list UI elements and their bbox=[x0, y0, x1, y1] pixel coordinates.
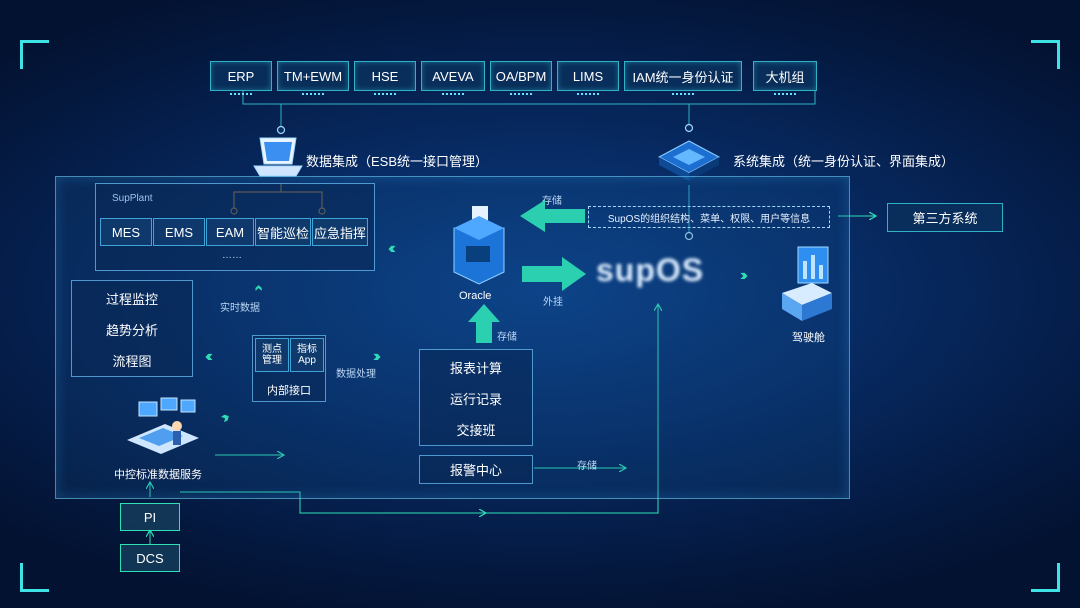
dcs-box: DCS bbox=[120, 544, 180, 572]
module-emergency-command: 应急指挥 bbox=[312, 218, 368, 246]
system-label: TM+EWM bbox=[283, 68, 343, 84]
flow-label-plugin: 外挂 bbox=[543, 297, 563, 308]
third-party-box: 第三方系统 bbox=[887, 203, 1003, 232]
chip-icon bbox=[657, 140, 721, 181]
flow-label-realtime: 实时数据 bbox=[220, 303, 260, 314]
module-label: MES bbox=[111, 224, 141, 240]
third-party-label: 第三方系统 bbox=[912, 211, 978, 226]
corner-bracket-icon bbox=[20, 40, 49, 69]
system-label: AVEVA bbox=[432, 68, 474, 84]
module-label: 智能巡检 bbox=[256, 225, 309, 241]
report-item-shift: 交接班 bbox=[456, 423, 496, 438]
laptop-icon bbox=[253, 137, 303, 177]
alarm-center-box: 报警中心 bbox=[419, 455, 533, 484]
system-label: IAM统一身份认证 bbox=[632, 69, 734, 85]
module-label: 应急指挥 bbox=[313, 225, 366, 241]
module-label: EMS bbox=[164, 224, 194, 240]
cockpit-icon bbox=[782, 246, 832, 321]
system-box-erp: ERP bbox=[210, 61, 272, 95]
flow-label-store-bottom: 存储 bbox=[577, 461, 597, 472]
supos-logo: supOS bbox=[596, 252, 705, 288]
monitor-item-process: 过程监控 bbox=[105, 292, 158, 307]
system-box-lims: LIMS bbox=[557, 61, 619, 95]
module-smart-inspection: 智能巡检 bbox=[255, 218, 311, 246]
supos-info-text: SupOS的组织结构、菜单、权限、用户等信息 bbox=[607, 213, 811, 225]
flow-label-store-top: 存储 bbox=[542, 196, 562, 207]
flow-label-processing: 数据处理 bbox=[336, 369, 376, 380]
flow-label-store-mid: 存储 bbox=[497, 332, 517, 343]
report-item-record: 运行记录 bbox=[449, 392, 502, 407]
dcs-label: DCS bbox=[136, 550, 164, 566]
monitor-group: 过程监控 趋势分析 流程图 bbox=[71, 280, 193, 377]
module-label: EAM bbox=[215, 224, 245, 240]
measure-point-cell: 测点管理 bbox=[255, 338, 289, 372]
internal-api-label: 内部接口 bbox=[267, 385, 311, 397]
system-label: ERP bbox=[227, 68, 255, 84]
corner-bracket-icon bbox=[20, 563, 49, 592]
pi-label: PI bbox=[143, 509, 157, 525]
system-box-big-unit: 大机组 bbox=[753, 61, 817, 95]
monitor-item-flowchart: 流程图 bbox=[112, 354, 152, 369]
module-ems: EMS bbox=[153, 218, 205, 246]
data-integration-label: 数据集成（ESB统一接口管理） bbox=[306, 154, 489, 169]
system-box-iam: IAM统一身份认证 bbox=[624, 61, 742, 95]
system-label: OA/BPM bbox=[495, 68, 547, 84]
module-eam: EAM bbox=[206, 218, 254, 246]
system-box-hse: HSE bbox=[354, 61, 416, 95]
data-service-label: 中控标准数据服务 bbox=[114, 469, 202, 481]
oracle-label: Oracle bbox=[459, 290, 492, 302]
system-label: HSE bbox=[371, 68, 399, 84]
cell-label: 测点管理 bbox=[262, 344, 282, 366]
data-service-icon bbox=[127, 397, 199, 454]
oracle-box-icon bbox=[453, 206, 505, 285]
report-item-calc: 报表计算 bbox=[449, 361, 502, 376]
cockpit-label: 驾驶舱 bbox=[792, 332, 825, 344]
system-label: 大机组 bbox=[765, 69, 805, 85]
corner-bracket-icon bbox=[1031, 40, 1060, 69]
supplant-more: …… bbox=[222, 250, 242, 261]
cell-label: 指标App bbox=[297, 344, 317, 366]
indicator-app-cell: 指标App bbox=[290, 338, 324, 372]
report-group: 报表计算 运行记录 交接班 bbox=[419, 349, 533, 446]
pi-box: PI bbox=[120, 503, 180, 531]
system-label: LIMS bbox=[572, 68, 604, 84]
supplant-title: SupPlant bbox=[112, 193, 153, 204]
system-integration-label: 系统集成（统一身份认证、界面集成） bbox=[733, 154, 955, 169]
system-box-aveva: AVEVA bbox=[421, 61, 485, 95]
module-mes: MES bbox=[100, 218, 152, 246]
system-box-tm-ewm: TM+EWM bbox=[277, 61, 349, 95]
monitor-item-trend: 趋势分析 bbox=[105, 323, 158, 338]
system-box-oa-bpm: OA/BPM bbox=[490, 61, 552, 95]
corner-bracket-icon bbox=[1031, 563, 1060, 592]
supos-info-box: SupOS的组织结构、菜单、权限、用户等信息 bbox=[588, 206, 830, 228]
alarm-center-label: 报警中心 bbox=[449, 463, 502, 478]
